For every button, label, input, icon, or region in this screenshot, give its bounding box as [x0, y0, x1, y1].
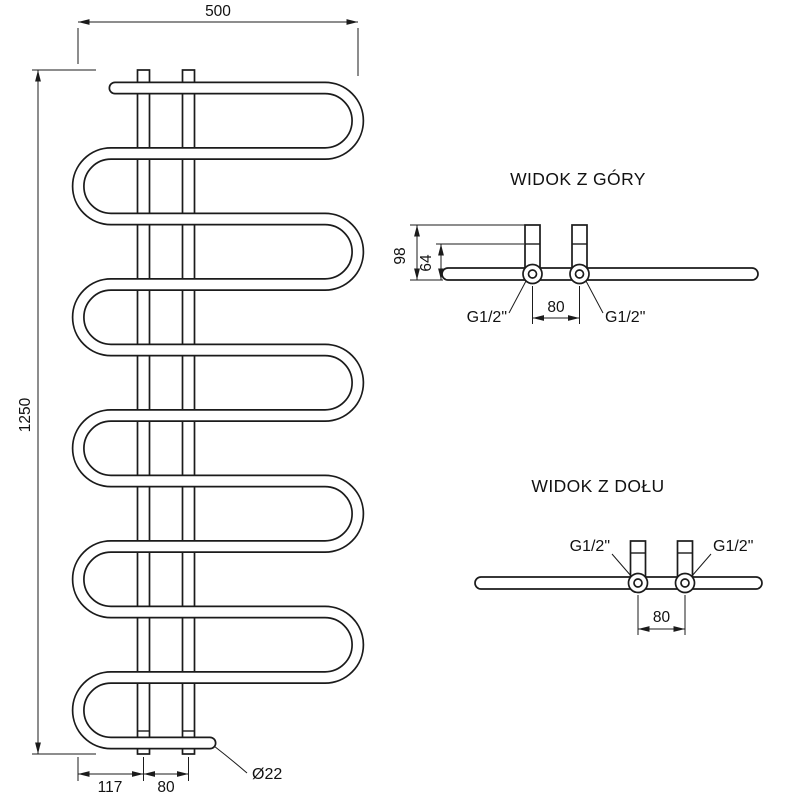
top-view-conn-circle-left-inner	[527, 269, 538, 279]
top-view-title: WIDOK Z GÓRY	[510, 168, 646, 189]
diameter-leader-line	[213, 745, 248, 774]
bottom-view-stub-right	[676, 540, 694, 578]
bottom-view-rail-bar	[474, 576, 763, 590]
top-view-rail-bar	[441, 267, 759, 281]
callout-diameter: Ø22	[213, 745, 282, 783]
bottom-view-conn-callouts: G1/2" G1/2"	[570, 538, 753, 577]
top-conn-left-label: G1/2"	[467, 309, 507, 326]
dim-64-label: 64	[418, 254, 435, 272]
top-conn-right-label: G1/2"	[605, 309, 645, 326]
dim-bottom-label-117: 117	[98, 779, 123, 796]
top-conn-left-leader	[508, 280, 527, 314]
dim-top-80-label: 80	[547, 299, 565, 316]
dim-width: 500	[77, 3, 359, 76]
top-view: WIDOK Z GÓRY 98 64 8	[392, 168, 759, 326]
top-view-conn-circle-right-inner	[574, 269, 585, 279]
dim-height-label: 1250	[17, 397, 34, 432]
dim-bottom-label-80: 80	[157, 779, 175, 796]
top-view-conn-callouts: G1/2" G1/2"	[467, 280, 645, 326]
dim-bottom: 117 80	[77, 757, 189, 796]
dim-offset-64: 64	[418, 243, 524, 280]
dim-top-spacing-80: 80	[532, 286, 580, 324]
dim-height: 1250	[17, 69, 96, 755]
bottom-view: WIDOK Z DOŁU G1/2" G1/2" 80	[474, 476, 763, 635]
bottom-view-stub-left	[629, 540, 647, 578]
dim-bottom-spacing-80: 80	[637, 595, 686, 635]
diameter-label: Ø22	[252, 766, 282, 783]
bottom-conn-right-leader	[691, 553, 712, 577]
front-view: 500 1250 117 80 Ø22	[17, 3, 365, 796]
dim-width-label: 500	[205, 3, 231, 20]
bottom-conn-left-label: G1/2"	[570, 538, 610, 555]
dim-depth-98: 98	[392, 224, 526, 281]
top-view-stub-left	[524, 224, 541, 269]
bottom-conn-right-label: G1/2"	[713, 538, 753, 555]
dim-98-label: 98	[392, 247, 409, 264]
bottom-view-conn-circle-right-inner	[680, 578, 690, 588]
bottom-view-conn-circle-left-inner	[633, 578, 643, 588]
top-view-stub-right	[571, 224, 588, 269]
top-conn-right-leader	[585, 280, 604, 314]
bottom-conn-left-leader	[611, 553, 632, 577]
bottom-view-title: WIDOK Z DOŁU	[531, 476, 664, 496]
dim-bot-80-label: 80	[653, 609, 671, 626]
serpentine-tube-fill	[73, 83, 363, 748]
